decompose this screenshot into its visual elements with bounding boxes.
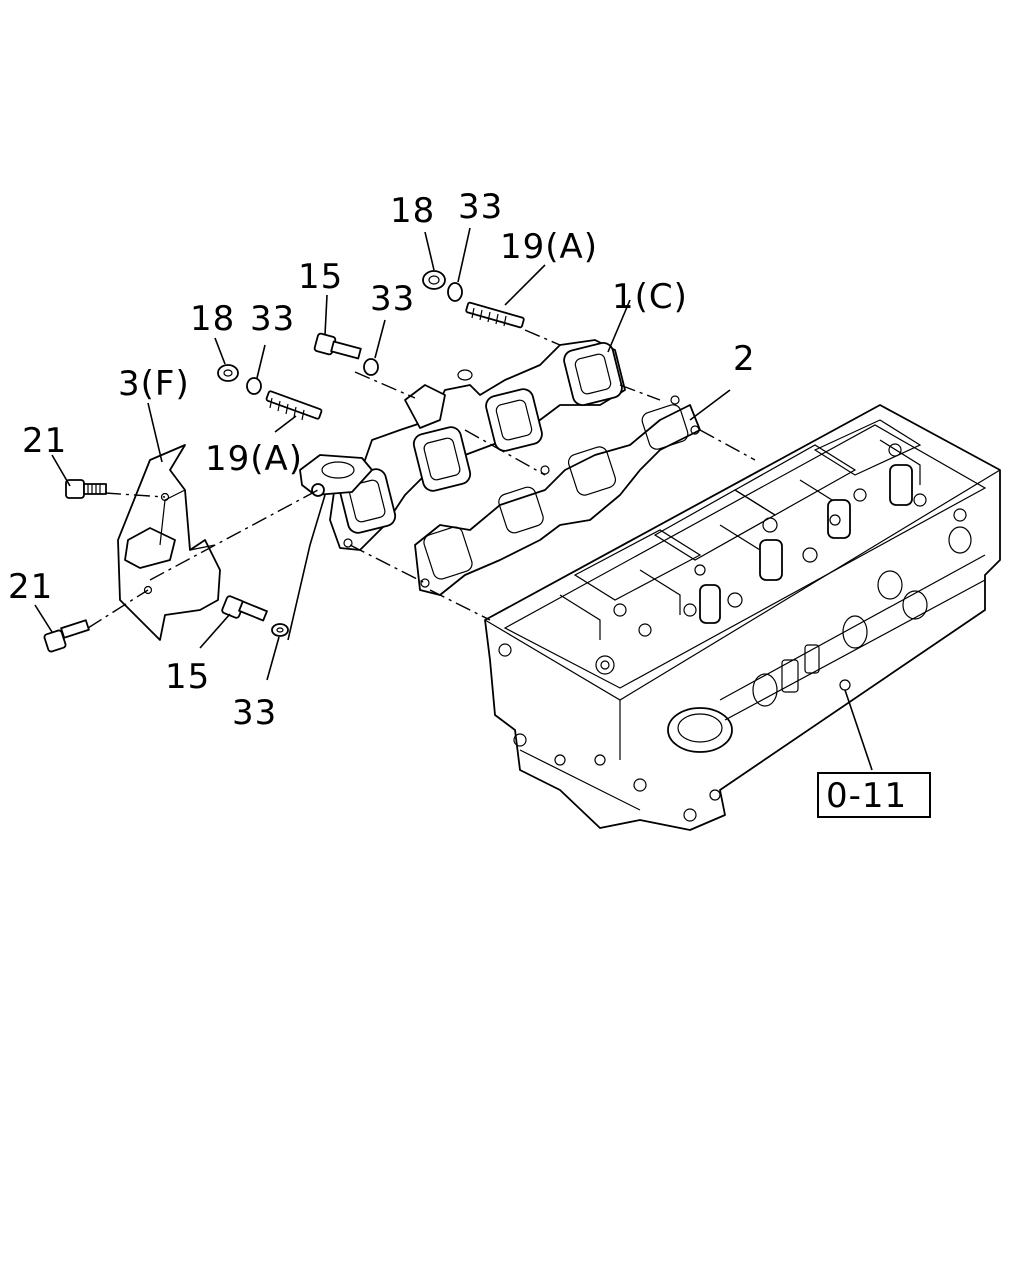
callout-18-top: 18 xyxy=(390,191,435,231)
exhaust-manifold xyxy=(299,339,626,551)
callout-33-bottom: 33 xyxy=(232,693,277,733)
washer-33-left xyxy=(246,377,262,395)
callout-21-bottom: 21 xyxy=(8,567,53,607)
bolt-15-top xyxy=(313,332,362,360)
nut-18-left xyxy=(217,364,239,382)
cylinder-head xyxy=(484,404,1001,831)
callout-18-left: 18 xyxy=(190,299,235,339)
stud-19a-left xyxy=(265,390,323,421)
callout-19a-left: 19(A) xyxy=(205,439,303,479)
callout-33-left: 33 xyxy=(250,299,295,339)
heat-shield xyxy=(117,444,221,641)
washer-33-mid xyxy=(363,358,379,376)
callout-21-top: 21 xyxy=(22,421,67,461)
reference-box: 0-11 xyxy=(817,772,931,818)
bolt-21-top xyxy=(65,479,107,499)
nut-18-top xyxy=(422,270,446,290)
callout-15-top: 15 xyxy=(298,257,343,297)
washer-33-bottom xyxy=(271,623,289,637)
callout-33-top: 33 xyxy=(458,187,503,227)
assembly-lines xyxy=(87,329,756,641)
leader-lines xyxy=(34,227,873,771)
exhaust-gasket xyxy=(414,395,701,596)
washer-33-top xyxy=(447,282,463,302)
bolt-21-bottom xyxy=(43,619,90,653)
callout-19a-top: 19(A) xyxy=(500,227,598,267)
bolt-15-bottom xyxy=(221,595,268,622)
reference-label: 0-11 xyxy=(826,776,907,816)
callout-2: 2 xyxy=(733,339,756,379)
callout-3f: 3(F) xyxy=(118,364,190,404)
callout-1c: 1(C) xyxy=(612,277,688,317)
stud-19a-top xyxy=(465,301,525,329)
callout-15-bottom: 15 xyxy=(165,657,210,697)
callout-33-mid: 33 xyxy=(370,279,415,319)
